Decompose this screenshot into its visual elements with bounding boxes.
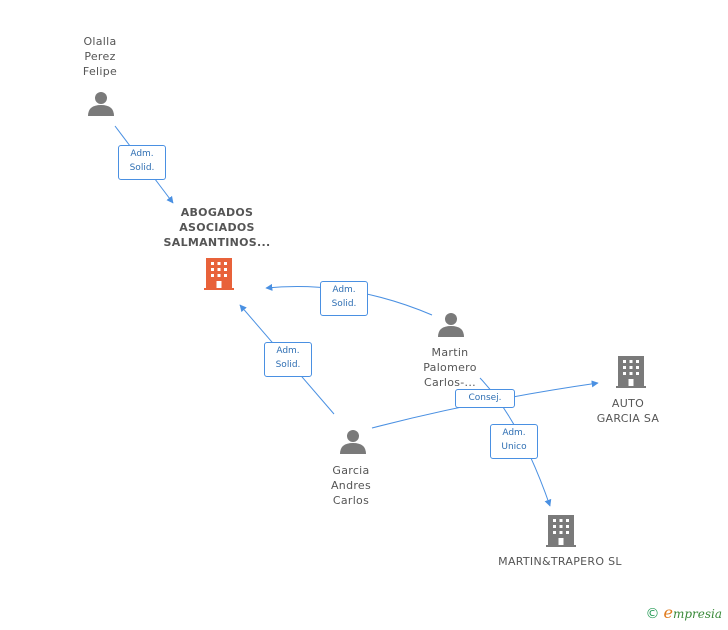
edge-label-consej: Consej. bbox=[455, 389, 515, 408]
person-icon[interactable] bbox=[438, 313, 464, 337]
node-label-garcia[interactable]: Garcia Andres Carlos bbox=[330, 464, 372, 507]
empresia-logo[interactable]: empresia bbox=[663, 603, 722, 622]
person-icon[interactable] bbox=[88, 92, 114, 116]
edge-label-adm-unico: Adm. Unico bbox=[490, 424, 538, 459]
edge-label-adm-solid: Adm. Solid. bbox=[118, 145, 166, 180]
node-label-olalla[interactable]: Olalla Perez Felipe bbox=[82, 35, 118, 78]
copyright-icon: © bbox=[645, 606, 660, 622]
edge-label-adm-solid: Adm. Solid. bbox=[320, 281, 368, 316]
node-label-abogados[interactable]: ABOGADOS ASOCIADOS SALMANTINOS... bbox=[163, 206, 271, 249]
edge-label-adm-solid: Adm. Solid. bbox=[264, 342, 312, 377]
person-icon[interactable] bbox=[340, 430, 366, 454]
footer-brand: ©empresia bbox=[645, 603, 722, 622]
node-label-martintrapero[interactable]: MARTIN&TRAPERO SL bbox=[498, 555, 622, 568]
building-icon[interactable] bbox=[204, 258, 234, 290]
building-icon[interactable] bbox=[616, 356, 646, 388]
building-icon[interactable] bbox=[546, 515, 576, 547]
node-label-martin[interactable]: Martin Palomero Carlos-... bbox=[423, 346, 477, 389]
node-label-auto[interactable]: AUTO GARCIA SA bbox=[596, 397, 660, 425]
